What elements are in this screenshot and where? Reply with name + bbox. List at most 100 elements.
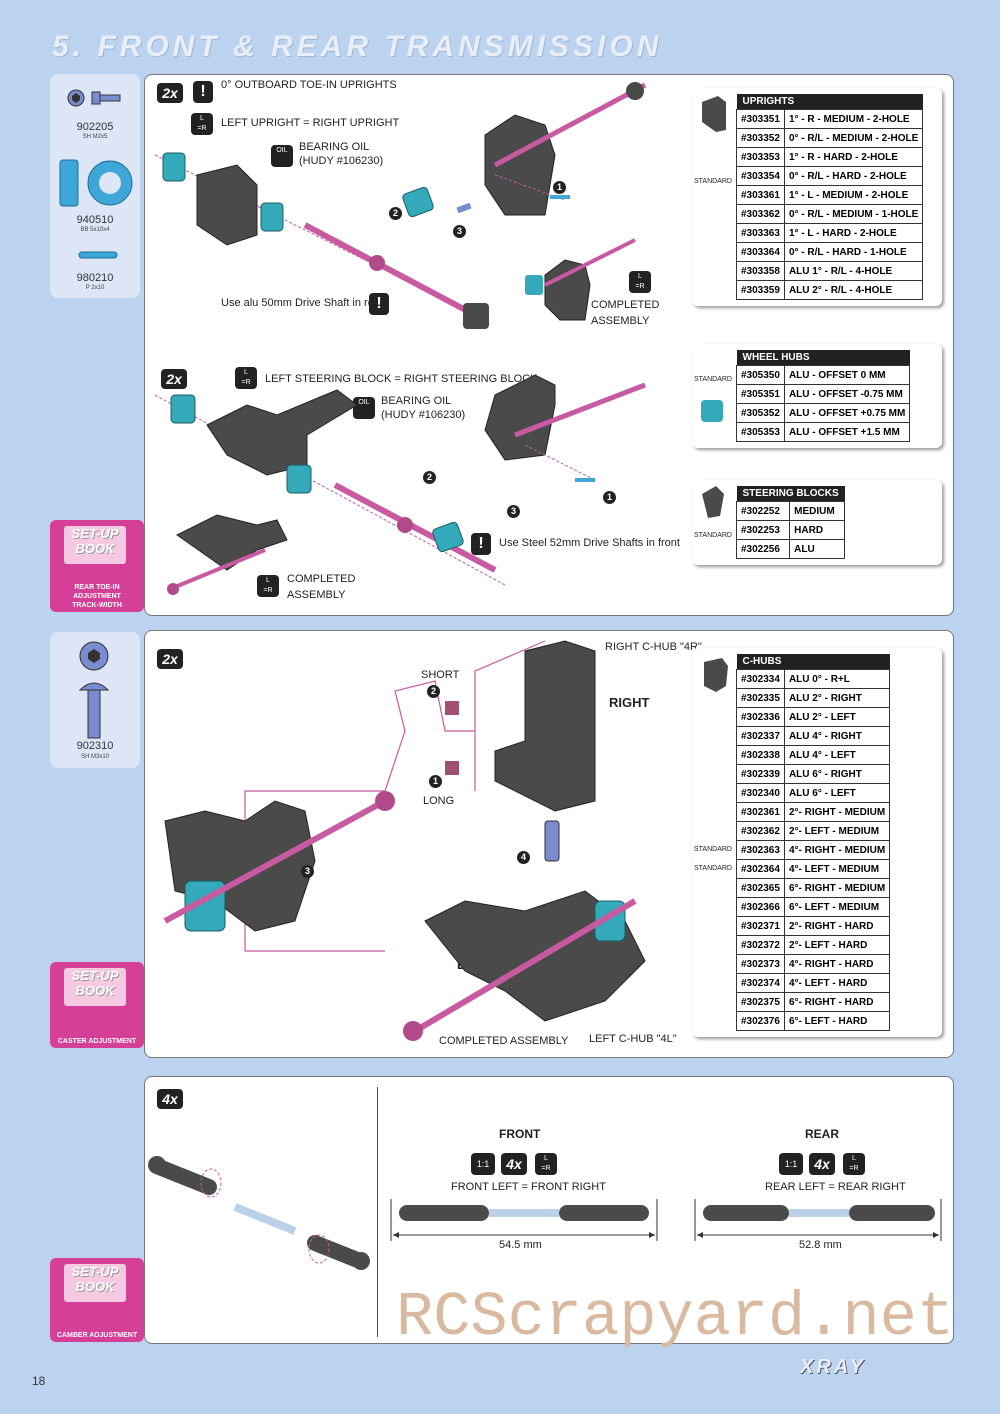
description-cell: 0° - R/L - MEDIUM - 1-HOLE <box>783 204 924 224</box>
part-number-cell: #302376 <box>736 1011 785 1031</box>
setup-book-icon: SET-UP BOOK <box>64 1264 126 1302</box>
qty-badge: 2x <box>157 649 183 669</box>
turnbuckle-illustration <box>148 1156 370 1270</box>
setup-book-badge[interactable]: SET-UP BOOK CAMBER ADJUSTMENT <box>50 1258 144 1342</box>
description-cell: ALU - OFFSET +0.75 MM <box>783 403 911 423</box>
part-number-cell: #302363 <box>736 840 785 860</box>
part-number-cell: #302373 <box>736 954 785 974</box>
setup-book-icon: SET-UP BOOK <box>64 968 126 1006</box>
front-eq-label: FRONT LEFT = FRONT RIGHT <box>451 1181 606 1193</box>
part-number-cell: #303353 <box>736 147 785 167</box>
completed-label: ASSEMBLY <box>287 589 346 601</box>
part-number-cell: #305352 <box>736 403 785 423</box>
left-equals-right-icon: L=R <box>235 367 257 389</box>
part-number-cell: #302364 <box>736 859 785 879</box>
step-number: 2 <box>389 207 402 220</box>
part-number-cell: #303352 <box>736 128 785 148</box>
step-number: 1 <box>603 491 616 504</box>
description-cell: 6°- LEFT - MEDIUM <box>783 897 891 917</box>
setup-caption: TRACK-WIDTH <box>72 602 122 609</box>
description-cell: 6°- LEFT - HARD <box>783 1011 891 1031</box>
upright-part-icon <box>702 96 726 132</box>
brand-logo: XRAY <box>800 1356 867 1378</box>
page-number: 18 <box>32 1374 46 1388</box>
description-cell: ALU - OFFSET 0 MM <box>783 365 911 385</box>
part-number-cell: #302361 <box>736 802 785 822</box>
table-title: STEERING BLOCKS <box>736 486 845 502</box>
part-number-cell: #303363 <box>736 223 785 243</box>
lr-bot: =R <box>541 1165 551 1172</box>
description-cell: ALU - OFFSET -0.75 MM <box>783 384 911 404</box>
description-cell: 2°- RIGHT - MEDIUM <box>783 802 891 822</box>
part-number-cell: #303362 <box>736 204 785 224</box>
ratio-icon: 1:1 <box>471 1153 495 1175</box>
table-title: C-HUBS <box>736 654 890 670</box>
pin-icon <box>78 251 118 259</box>
part-number-cell: #303351 <box>736 109 785 129</box>
left-equals-right-icon: L=R <box>257 575 279 597</box>
description-cell: 6°- RIGHT - HARD <box>783 992 891 1012</box>
part-number-cell: #302256 <box>735 539 791 559</box>
description-cell: ALU 2° - R/L - 4-HOLE <box>783 280 924 300</box>
qty-badge: 4x <box>809 1153 835 1175</box>
part-number-cell: #302334 <box>736 669 785 689</box>
description-cell: 1° - L - HARD - 2-HOLE <box>783 223 924 243</box>
lr-bot: =R <box>197 125 207 132</box>
setup-book-badge[interactable]: SET-UP BOOK CASTER ADJUSTMENT <box>50 962 144 1048</box>
standard-label: STANDARD <box>694 376 732 383</box>
left-equals-right-icon: L =R <box>843 1153 865 1175</box>
lr-top: L <box>244 369 248 376</box>
description-cell: 2°- LEFT - MEDIUM <box>783 821 891 841</box>
bearing-icon <box>59 159 133 207</box>
oil-label: (HUDY #106230) <box>381 409 466 421</box>
description-cell: ALU - OFFSET +1.5 MM <box>783 422 911 442</box>
description-cell: 4°- LEFT - HARD <box>783 973 891 993</box>
description-cell: ALU 6° - RIGHT <box>783 764 891 784</box>
step-number: 3 <box>453 225 466 238</box>
description-cell: 4°- LEFT - MEDIUM <box>783 859 891 879</box>
part-number-cell: #302366 <box>736 897 785 917</box>
left-equals-right-icon: L=R <box>629 271 651 293</box>
part-number-cell: #305350 <box>736 365 785 385</box>
part-number-cell: #305351 <box>736 384 785 404</box>
description-cell: 4°- RIGHT - HARD <box>783 954 891 974</box>
part-number-cell: #303359 <box>736 280 785 300</box>
warning-icon: ! <box>471 533 491 555</box>
parts-card-2: 902310 SH M3x10 <box>50 632 140 768</box>
warning-icon: ! <box>369 293 389 315</box>
lr-top: L <box>852 1155 856 1162</box>
description-cell: 0° - R/L - HARD - 1-HOLE <box>783 242 924 262</box>
lr-bot: =R <box>263 587 273 594</box>
part-number-cell: #302336 <box>736 707 785 727</box>
lr-top: L <box>544 1155 548 1162</box>
oil-label: BEARING OIL <box>299 141 370 153</box>
left-hub-label: LEFT C-HUB "4L" <box>589 1033 677 1045</box>
description-cell: 4°- RIGHT - MEDIUM <box>783 840 891 860</box>
description-cell: 1° - R - HARD - 2-HOLE <box>783 147 924 167</box>
part-number-cell: #302372 <box>736 935 785 955</box>
part-number-cell: #302337 <box>736 726 785 746</box>
part-number-cell: #302375 <box>736 992 785 1012</box>
standard-label: STANDARD <box>694 532 732 539</box>
part-code: 902205 <box>76 121 114 133</box>
part-number-cell: #302335 <box>736 688 785 708</box>
part-number-cell: #303361 <box>736 185 785 205</box>
upright-assembly-illustration <box>154 82 647 329</box>
part-number-cell: #303354 <box>736 166 785 186</box>
lr-bot: =R <box>849 1165 859 1172</box>
